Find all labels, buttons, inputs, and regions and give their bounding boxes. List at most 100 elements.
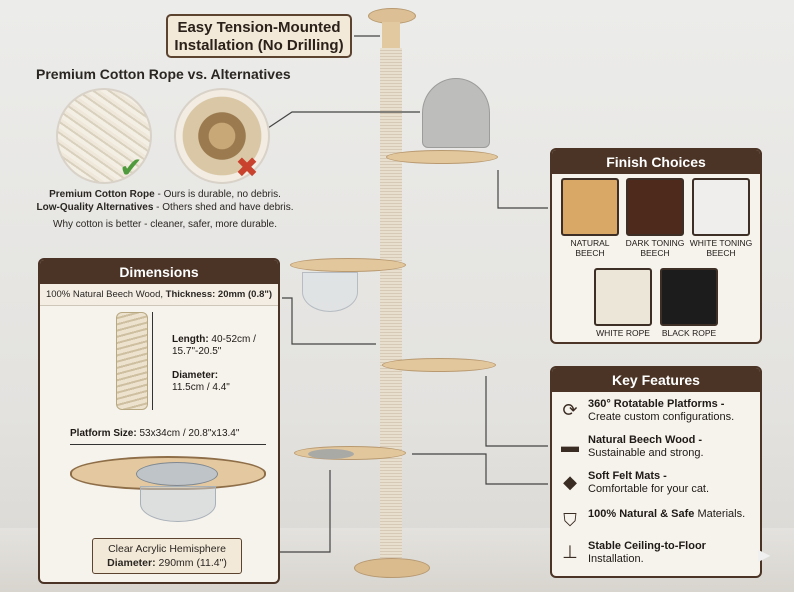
swatch-2[interactable] xyxy=(692,178,750,236)
swatch-1[interactable] xyxy=(626,178,684,236)
feature-text: 360° Rotatable Platforms -Create custom … xyxy=(588,398,734,424)
feature-text: 100% Natural & Safe Materials. xyxy=(588,508,745,521)
rope-good-line: Premium Cotton Rope - Ours is durable, n… xyxy=(20,188,310,201)
rope-bad-desc: - Others shed and have debris. xyxy=(153,202,294,213)
swatch-label-line2: BEECH xyxy=(640,248,670,258)
rotate-icon: ⟳ xyxy=(562,400,578,420)
line-rope xyxy=(261,111,420,133)
feature-text: Soft Felt Mats -Comfortable for your cat… xyxy=(588,470,709,496)
platform-1 xyxy=(386,150,498,164)
platform-size-value: 53x34cm / 20.8"x13.4" xyxy=(136,428,240,439)
platform-2 xyxy=(290,258,406,272)
platform-size-spec: Platform Size: 53x34cm / 20.8"x13.4" xyxy=(70,428,280,440)
platform-3 xyxy=(382,358,496,372)
log-icon: ▬ xyxy=(561,436,579,456)
feature-title: Stable Ceiling-to-Floor xyxy=(588,540,706,552)
rope-title: Premium Cotton Rope vs. Alternatives xyxy=(36,66,291,82)
cross-icon: ✖ xyxy=(235,151,259,183)
swatch-label: BLACK ROPE xyxy=(653,328,725,338)
line-dims xyxy=(282,297,376,345)
pole-top-wood xyxy=(382,22,400,48)
mat-icon: ◆ xyxy=(563,472,577,492)
material-text: 100% Natural Beech Wood, xyxy=(45,289,166,300)
swatch-label-line1: WHITE TONING xyxy=(689,238,753,248)
feature-title: Natural Beech Wood - xyxy=(588,434,703,446)
swatch-label-line2: BEECH xyxy=(575,248,605,258)
hemisphere-diagram xyxy=(140,486,216,522)
feature-title: 100% Natural & Safe xyxy=(588,508,695,520)
swatch-3[interactable] xyxy=(594,268,652,326)
diameter-value: 11.5cm / 4.4" xyxy=(172,382,230,393)
install-line1: Easy Tension-Mounted xyxy=(177,19,341,36)
platform-hole xyxy=(136,462,218,486)
feature-desc: Materials. xyxy=(694,508,746,520)
diameter-label: Diameter: xyxy=(172,370,219,381)
rope-good-desc: - Ours is durable, no debris. xyxy=(154,189,281,200)
low-quality-rope-image xyxy=(174,88,270,184)
feature-title: Soft Felt Mats - xyxy=(588,470,667,482)
swatch-4[interactable] xyxy=(660,268,718,326)
felt-mat xyxy=(308,449,354,459)
features-title: Key Features xyxy=(552,368,760,392)
feature-desc: Comfortable for your cat. xyxy=(588,483,710,495)
length-dim-line xyxy=(152,312,153,410)
sisal-pole xyxy=(380,48,402,560)
finish-title: Finish Choices xyxy=(552,150,760,174)
swatch-label-line1: BLACK ROPE xyxy=(661,328,717,338)
line-finish xyxy=(497,170,548,209)
swatch-label-line1: WHITE ROPE xyxy=(596,328,650,338)
swatch-label-line2: BEECH xyxy=(706,248,736,258)
line-acrylic xyxy=(280,470,331,553)
length-value: 40-52cm / xyxy=(208,334,256,345)
length-value2: 15.7"-20.5" xyxy=(172,346,222,357)
install-callout: Easy Tension-Mounted Installation (No Dr… xyxy=(166,14,352,58)
feature-item: ⟳ 360° Rotatable Platforms -Create custom… xyxy=(558,398,754,424)
felt-pod xyxy=(422,78,490,148)
acrylic-callout: Clear Acrylic Hemisphere Diameter: 290mm… xyxy=(92,538,242,574)
cotton-rope-image xyxy=(56,88,152,184)
rope-good-label: Premium Cotton Rope xyxy=(49,189,155,200)
platform-size-label: Platform Size: xyxy=(70,428,137,439)
thickness-text: Thickness: 20mm (0.8") xyxy=(165,289,273,300)
feature-title: 360° Rotatable Platforms - xyxy=(588,398,725,410)
swatch-0[interactable] xyxy=(561,178,619,236)
line-feature-platform xyxy=(485,376,548,447)
acrylic-line1: Clear Acrylic Hemisphere xyxy=(108,543,226,555)
diameter-spec: Diameter: 11.5cm / 4.4" xyxy=(172,370,282,394)
platform-dim-line xyxy=(70,444,266,445)
rope-bad-label: Low-Quality Alternatives xyxy=(36,202,154,213)
rope-bad-line: Low-Quality Alternatives - Others shed a… xyxy=(20,201,310,214)
acrylic-label: Diameter: xyxy=(107,557,156,569)
acrylic-bowl xyxy=(302,272,358,312)
feature-item: ⛉ 100% Natural & Safe Materials. xyxy=(558,508,754,532)
dimensions-material: 100% Natural Beech Wood, Thickness: 20mm… xyxy=(40,284,278,306)
acrylic-line2: Diameter: 290mm (11.4") xyxy=(93,556,241,570)
dimensions-panel: Dimensions 100% Natural Beech Wood, Thic… xyxy=(38,258,280,584)
swatch-label-line1: DARK TONING xyxy=(625,238,685,248)
shield-leaf-icon: ⛉ xyxy=(563,510,577,530)
feature-desc: Sustainable and strong. xyxy=(588,447,704,459)
rope-post-diagram xyxy=(116,312,148,410)
feature-item: ▬ Natural Beech Wood -Sustainable and str… xyxy=(558,434,754,460)
acrylic-value: 290mm (11.4") xyxy=(155,557,227,569)
dimensions-title: Dimensions xyxy=(40,260,278,284)
length-label: Length: xyxy=(172,334,209,345)
feature-item: ◆ Soft Felt Mats -Comfortable for your ca… xyxy=(558,470,754,496)
swatch-label-line1: NATURAL xyxy=(570,238,610,248)
swatch-label: WHITE ROPE xyxy=(587,328,659,338)
features-panel: Key Features xyxy=(550,366,762,578)
length-spec: Length: 40-52cm / 15.7"-20.5" xyxy=(172,334,282,358)
rope-why: Why cotton is better - cleaner, safer, m… xyxy=(53,219,277,230)
install-line2: Installation (No Drilling) xyxy=(174,37,344,54)
line-feature-mat xyxy=(412,453,548,485)
tension-jack-icon: ⊥ xyxy=(562,542,578,562)
next-arrow-icon[interactable]: ▶ xyxy=(758,547,771,564)
feature-desc: Installation. xyxy=(588,553,644,565)
feature-desc: Create custom configurations. xyxy=(588,411,735,423)
